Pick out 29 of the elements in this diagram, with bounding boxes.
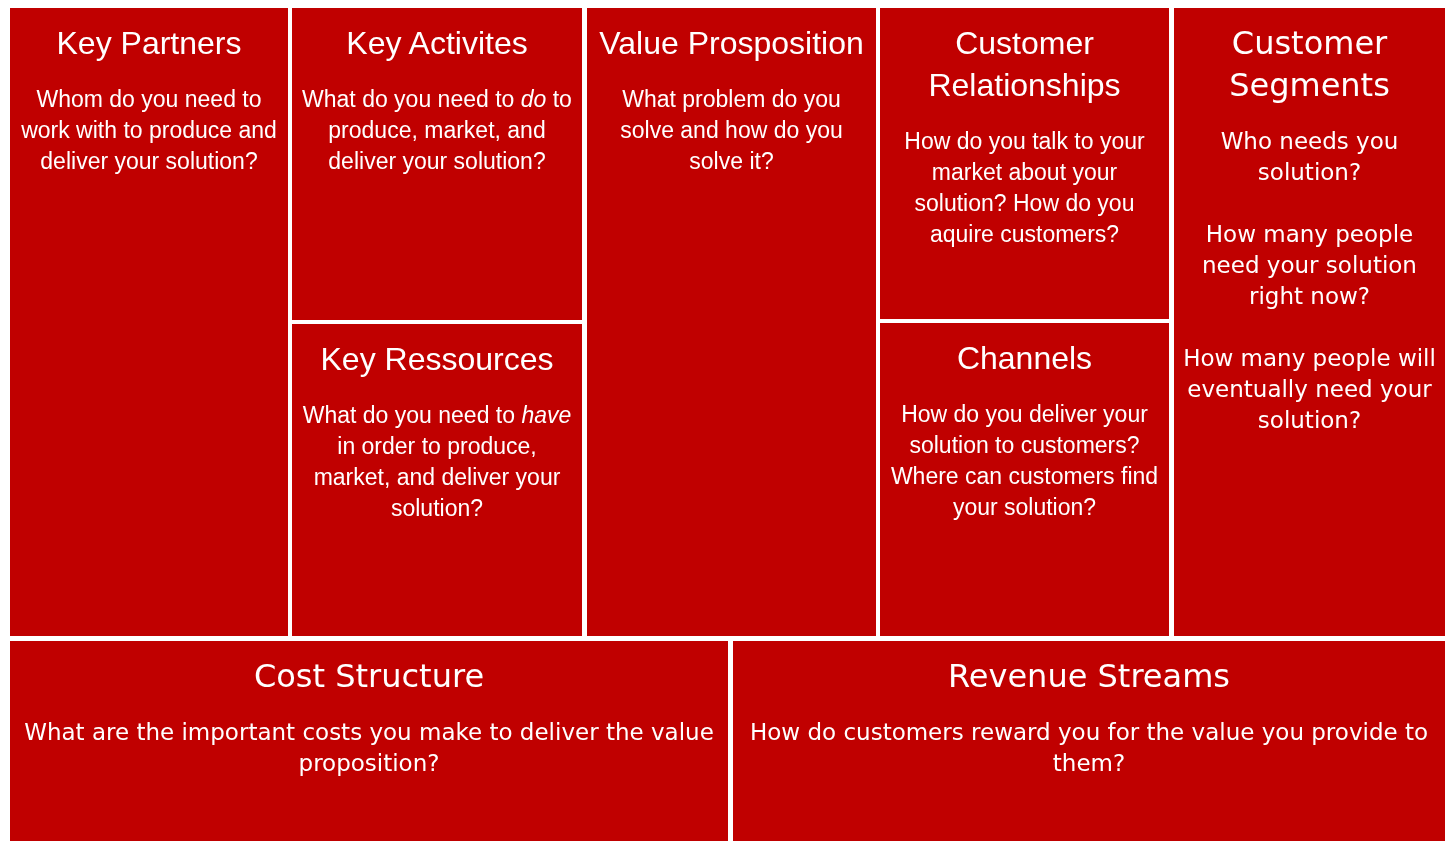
canvas-section	[10, 641, 728, 841]
section-heading: Channels	[956, 339, 1093, 378]
section-question: What problem do you solve and how do you solve it?	[619, 85, 844, 176]
section-question: How do you deliver your solution to customers? Where can customers find your solution?	[889, 400, 1160, 522]
section-question: How many people need your solution right now?	[1201, 220, 1418, 311]
section-question: What do you need to do to produce, market, and deliver your solution?	[301, 85, 573, 176]
section-heading: Customer Segments	[1228, 23, 1391, 106]
canvas-section	[880, 323, 1169, 636]
section-heading: Key Partners	[56, 24, 242, 63]
section-question: Who needs you solution?	[1219, 127, 1400, 187]
section-heading: Key Ressources	[320, 340, 554, 379]
canvas-section	[733, 641, 1445, 841]
canvas-section	[292, 324, 582, 636]
section-heading: Cost Structure	[253, 656, 485, 697]
canvas-section	[587, 8, 876, 636]
section-question: What are the important costs you make to deliver the value proposition?	[23, 718, 715, 778]
section-question: How do you talk to your market about your solution? How do you aquire customers?	[903, 127, 1146, 249]
section-heading: Value Prosposition	[599, 24, 864, 63]
section-question: How do customers reward you for the value you provide to them?	[748, 718, 1430, 778]
section-question: What do you need to have in order to produce, market, and deliver your solution?	[301, 401, 573, 523]
section-heading: Key Activites	[346, 24, 528, 63]
canvas-section	[292, 8, 582, 320]
section-heading: Revenue Streams	[948, 656, 1230, 697]
section-heading: Customer Relationships	[927, 24, 1122, 105]
canvas-section	[10, 8, 288, 636]
canvas-section	[1174, 8, 1445, 636]
canvas-section	[880, 8, 1169, 319]
section-question: How many people will eventually need your solution?	[1182, 344, 1437, 435]
section-question: Whom do you need to work with to produce and deliver your solution?	[20, 85, 278, 176]
